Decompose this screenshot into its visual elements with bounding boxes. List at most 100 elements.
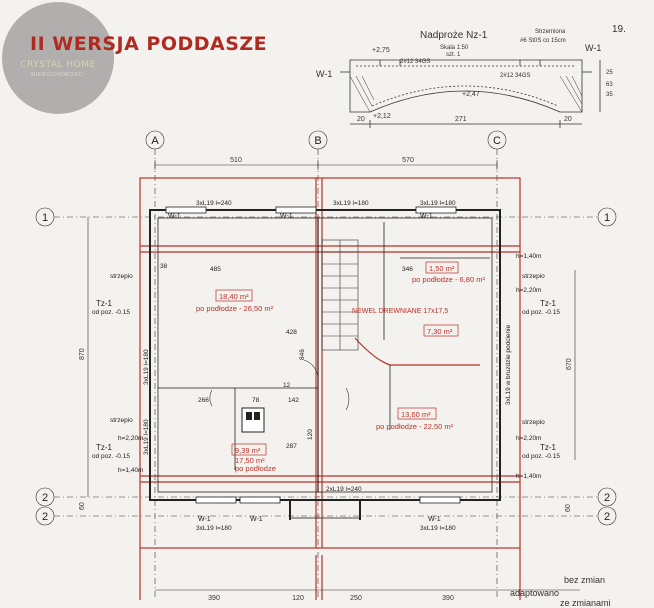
axis-label-c: C <box>493 135 501 147</box>
stirrup-spec: #6 St0S co 15cm <box>520 38 566 44</box>
dim-side-c: 63 <box>606 82 613 88</box>
dim-120: 120 <box>307 429 314 440</box>
room-small-box <box>425 261 459 274</box>
dim-lintel-left: 20 <box>357 116 365 123</box>
axis-label-2b-left: 2 <box>42 511 48 523</box>
lintel-br-label: 3xL19 l=180 <box>420 525 456 532</box>
room-br-box <box>397 407 437 420</box>
dim-266: 266 <box>198 397 209 404</box>
stairs <box>321 239 359 351</box>
elev-top: +2,75 <box>372 47 390 54</box>
axis-bubble-2-right <box>597 487 617 507</box>
axis-bubble-2b-right <box>597 506 617 526</box>
dim-428: 428 <box>286 329 297 336</box>
elev-mid: +2,47 <box>462 91 480 98</box>
dim-bottom-d: 390 <box>442 595 454 602</box>
tz-right-label: Tz-1 <box>540 299 557 308</box>
lintel-tr-label: 3xL19 l=180 <box>420 200 456 207</box>
axis-label-a: A <box>151 135 159 147</box>
axis-label-1-left: 1 <box>42 212 48 224</box>
lintel-bl-label: 3xL19 l=180 <box>196 525 232 532</box>
dim-top-left: 510 <box>230 157 242 164</box>
doors <box>209 359 350 411</box>
window-tm-label: W-1 <box>280 213 293 220</box>
strzepie-right-1: strzepio <box>522 273 545 280</box>
dim-lintel-span: 271 <box>455 116 467 123</box>
window-bl-label: W-1 <box>198 516 211 523</box>
room-small-area: 1,50 m² <box>429 264 455 273</box>
note-ze-zmianami: ze zmianami <box>560 598 611 608</box>
room-bl-floor1: 17,50 m² <box>235 456 265 465</box>
dim-bottom-b: 120 <box>292 595 304 602</box>
dim-846: 846 <box>299 349 306 360</box>
logo-name: CRYSTAL HOME <box>20 60 96 70</box>
strzepie-left-2: strzepio <box>110 417 133 424</box>
tz-right2-sub: od poz. -0.15 <box>522 453 560 460</box>
rebar-bot: 2#12 34GS <box>500 73 530 79</box>
dim-485: 485 <box>210 266 221 273</box>
lintel-detail: 19. Nadproże Nz-1 Skala 1:50 szt. 1 Strz… <box>316 24 626 128</box>
logo-subtitle: NIERUCHOMOSCI <box>31 72 85 78</box>
lintel-wall-left: W-1 <box>316 69 332 79</box>
room-bl-box <box>231 443 267 456</box>
room-small-floor: po podłodze - 6,80 m² <box>412 275 485 284</box>
windows <box>165 206 461 504</box>
room-bl-area: 9,39 m² <box>235 446 261 455</box>
dim-side-b: 35 <box>606 92 613 98</box>
note-bez-zmian: bez zmian <box>564 575 605 585</box>
stairs-note: NEWEL DREWNIANE 17x17,5 <box>352 308 448 315</box>
window-bm-label: W-1 <box>250 516 263 523</box>
red-outline <box>139 177 521 600</box>
room-mid-area: 7,30 m² <box>427 327 453 336</box>
room-bl-floor2: po podłodze <box>235 464 276 473</box>
h220-bot-right-label: h=2,20m <box>516 435 541 442</box>
dim-12: 12 <box>283 382 291 389</box>
room-tl-floor: po podłodze - 26,50 m² <box>196 304 274 313</box>
axis-label-2b-right: 2 <box>604 511 610 523</box>
lintel-title: Nadproże Nz-1 <box>420 30 488 41</box>
tz-left2-label: Tz-1 <box>96 443 113 452</box>
axis-label-b: B <box>314 135 321 147</box>
window-br-label: W-1 <box>428 516 441 523</box>
note-adaptowano: adaptowano <box>510 588 559 598</box>
dim-right-60: 60 <box>565 504 572 512</box>
tz-left2-sub: od poz. -0.15 <box>92 453 130 460</box>
strzepie-left-1: strzepio <box>110 273 133 280</box>
dim-142: 142 <box>288 397 299 404</box>
strzepie-right-2: strzepio <box>522 419 545 426</box>
dim-346: 346 <box>402 266 413 273</box>
crystal-home-logo: CRYSTAL HOME NIERUCHOMOSCI <box>2 2 114 114</box>
tz-left-sub: od poz. -0.15 <box>92 309 130 316</box>
tz-left-label: Tz-1 <box>96 299 113 308</box>
page-number: 19. <box>612 24 626 35</box>
dim-top-right: 570 <box>402 157 414 164</box>
lintel-bm-label: 2xL19 l=240 <box>326 486 362 493</box>
dim-right-side: 670 <box>566 358 573 370</box>
dim-287: 287 <box>286 443 297 450</box>
axis-label-1-right: 1 <box>604 212 610 224</box>
side-left-b: 3xL19 l=180 <box>143 419 150 455</box>
window-tr-label: W-1 <box>420 213 433 220</box>
tz-right2-label: Tz-1 <box>540 443 557 452</box>
walls <box>149 209 501 520</box>
room-br-area: 13,60 m² <box>401 410 431 419</box>
stirrup-label: Strzemiona <box>535 29 566 35</box>
lintel-wall-right: W-1 <box>585 43 601 53</box>
lintel-sheet: szt. 1 <box>446 52 461 58</box>
elev-bot: +2,12 <box>373 113 391 120</box>
side-right-label: 3xL19 w bruzdzie podcienie <box>505 324 512 405</box>
side-left-a: 3xL19 l=180 <box>143 349 150 385</box>
dim-side-a: 25 <box>606 70 613 76</box>
dim-bottom-c: 250 <box>350 595 362 602</box>
room-tl-area: 18,40 m² <box>219 292 249 301</box>
room-br-floor: po podłodze - 22,50 m² <box>376 422 454 431</box>
dim-bottom-a: 390 <box>208 595 220 602</box>
h220-top-label: h=2,20m <box>516 287 541 294</box>
lintel-scale: Skala 1:50 <box>440 45 469 51</box>
axis-label-2-right: 2 <box>604 492 610 504</box>
side-dimensions <box>87 217 576 497</box>
h220-bot-left-label: h=2,20m <box>118 435 143 442</box>
room-mid-box <box>423 324 459 337</box>
dim-38: 38 <box>160 263 168 270</box>
